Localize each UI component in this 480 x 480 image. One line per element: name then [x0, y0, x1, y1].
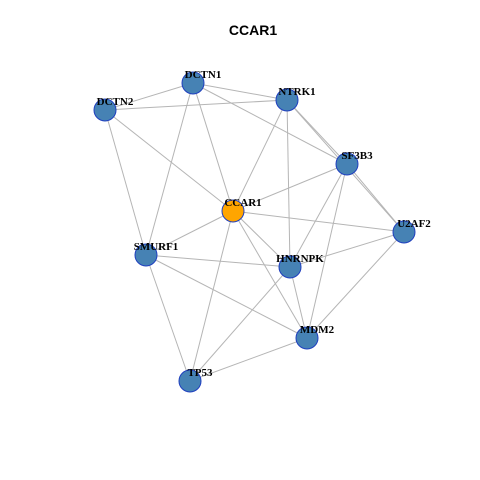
node-layer: [93, 71, 416, 393]
edge-smurf1-mdm2: [145, 254, 308, 339]
edge-ntrk1-hnrnpk: [286, 99, 291, 268]
node-label-smurf1: SMURF1: [134, 241, 179, 253]
node-hnrnpk[interactable]: [278, 255, 302, 279]
node-label-mdm2: MDM2: [300, 324, 335, 336]
edge-layer: [104, 82, 405, 382]
node-dctn1[interactable]: [181, 71, 205, 95]
node-label-u2af2: U2AF2: [397, 218, 431, 230]
edge-mdm2-tp53: [189, 337, 308, 382]
edge-dctn2-ccar1: [104, 109, 234, 212]
edge-ccar1-u2af2: [232, 210, 405, 233]
edge-dctn1-dctn2: [104, 82, 194, 111]
node-dctn2[interactable]: [93, 98, 117, 122]
node-label-ntrk1: NTRK1: [278, 86, 315, 98]
edge-dctn1-ntrk1: [192, 82, 288, 101]
edge-dctn1-ccar1: [192, 82, 234, 212]
edge-sf3b3-ccar1: [232, 163, 348, 212]
edge-dctn2-ntrk1: [104, 99, 288, 111]
node-smurf1[interactable]: [134, 243, 158, 267]
node-ccar1[interactable]: [221, 199, 245, 223]
edge-dctn2-smurf1: [104, 109, 147, 256]
edge-hnrnpk-mdm2: [289, 266, 308, 339]
node-label-dctn1: DCTN1: [185, 69, 222, 81]
node-label-sf3b3: SF3B3: [341, 150, 373, 162]
edge-ntrk1-ccar1: [232, 99, 288, 212]
edge-u2af2-mdm2: [306, 231, 405, 339]
node-sf3b3[interactable]: [335, 152, 359, 176]
edge-smurf1-tp53: [145, 254, 191, 382]
node-mdm2[interactable]: [295, 326, 319, 350]
node-label-ccar1: CCAR1: [224, 197, 261, 209]
node-ntrk1[interactable]: [275, 88, 299, 112]
node-u2af2[interactable]: [392, 220, 416, 244]
diagram-title: CCAR1: [229, 22, 277, 38]
edge-smurf1-hnrnpk: [145, 254, 291, 268]
edge-sf3b3-mdm2: [306, 163, 348, 339]
node-label-hnrnpk: HNRNPK: [276, 253, 324, 265]
edge-sf3b3-hnrnpk: [289, 163, 348, 268]
edge-hnrnpk-tp53: [189, 266, 291, 382]
edge-ccar1-mdm2: [232, 210, 308, 339]
edge-dctn1-smurf1: [145, 82, 194, 256]
edge-sf3b3-u2af2: [346, 163, 405, 233]
node-tp53[interactable]: [178, 369, 202, 393]
node-label-tp53: TP53: [187, 367, 213, 379]
node-label-dctn2: DCTN2: [97, 96, 134, 108]
edge-ccar1-tp53: [189, 210, 234, 382]
edge-u2af2-hnrnpk: [289, 231, 405, 268]
edge-ccar1-hnrnpk: [232, 210, 291, 268]
edge-dctn1-sf3b3: [192, 82, 348, 165]
edge-ccar1-smurf1: [145, 210, 234, 256]
